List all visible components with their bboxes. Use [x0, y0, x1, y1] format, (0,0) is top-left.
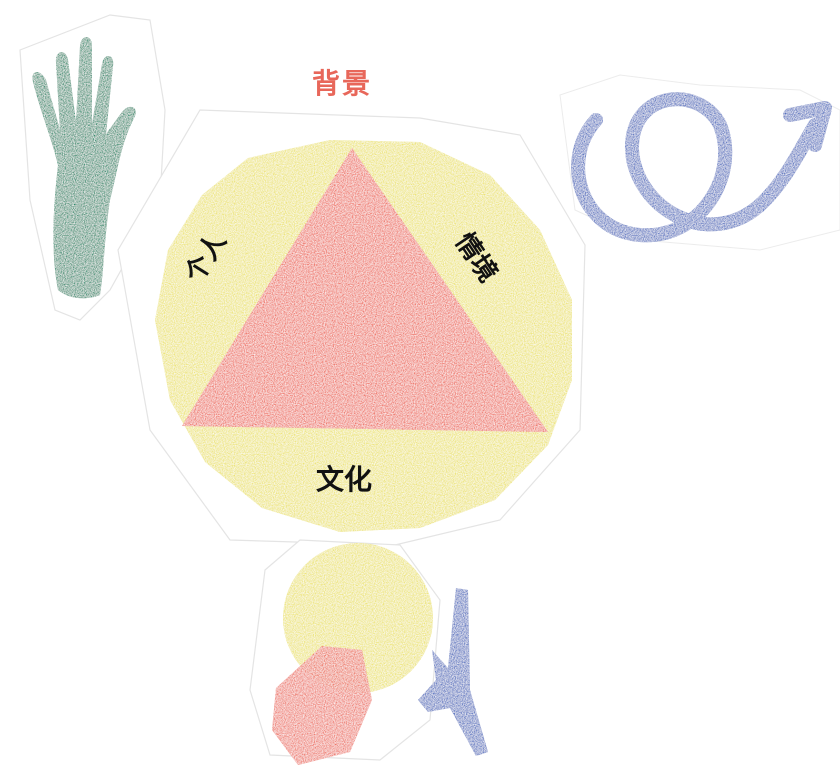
diagram-title: 背景 — [312, 67, 373, 100]
red-hexagon — [272, 646, 372, 765]
zigzag-arrow-icon — [418, 588, 488, 756]
red-triangle — [182, 148, 548, 432]
label-culture: 文化 — [316, 463, 373, 496]
hand-icon — [32, 37, 136, 299]
loop-arrow-icon — [571, 92, 832, 243]
